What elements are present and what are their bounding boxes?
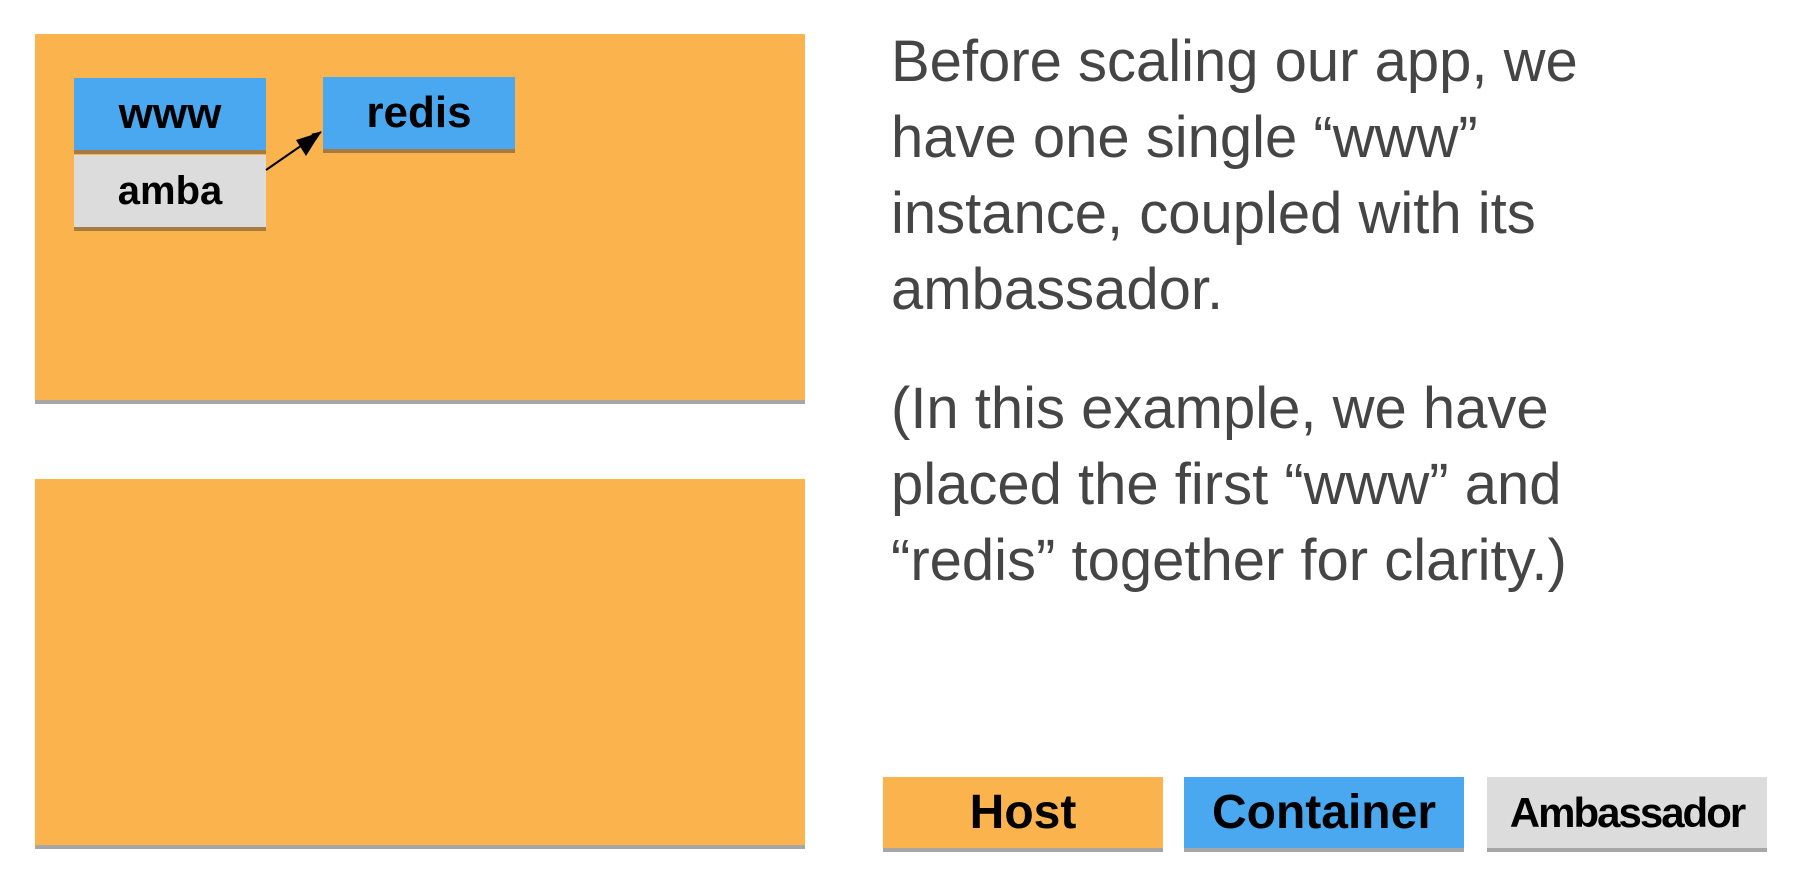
legend-container-label: Container xyxy=(1211,786,1436,839)
redis-label: redis xyxy=(366,88,472,137)
explanation-paragraph-1: Before scaling our app, we have one sing… xyxy=(891,29,1578,322)
www-container: www xyxy=(74,78,266,154)
ambassador-container: amba xyxy=(74,155,266,231)
legend-host-label: Host xyxy=(969,786,1077,839)
legend-host: Host xyxy=(883,777,1163,852)
host-2 xyxy=(35,479,805,849)
legend-ambassador-label: Ambassador xyxy=(1509,788,1746,836)
legend-ambassador: Ambassador xyxy=(1487,777,1767,852)
www-label: www xyxy=(118,89,222,138)
legend-container: Container xyxy=(1184,777,1464,852)
redis-container: redis xyxy=(323,77,515,153)
amba-label: amba xyxy=(117,168,223,213)
explanation-paragraph-2: (In this example, we have placed the fir… xyxy=(891,376,1567,593)
